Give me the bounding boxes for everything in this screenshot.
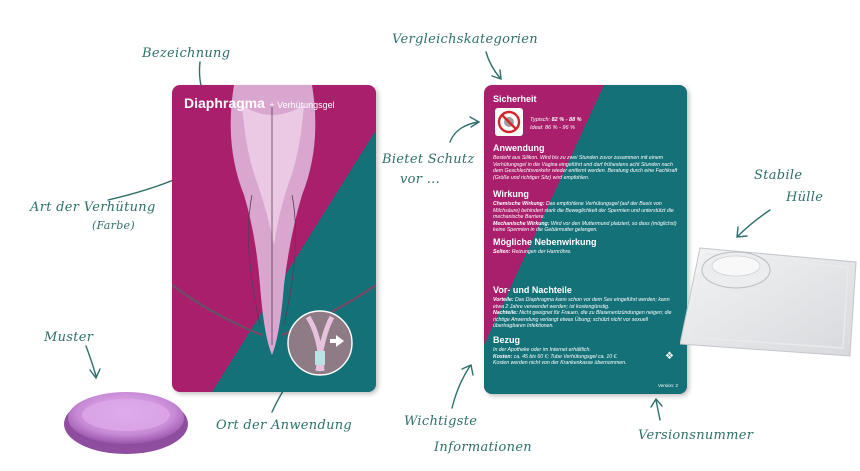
- arrow-schutz: [449, 121, 479, 143]
- no-protection-icon: [495, 108, 523, 136]
- text-nebenwirkung: Selten: Reizungen der Harnröhre.: [493, 249, 572, 255]
- annotation-art-der-verhuetung: Art der Verhütung: [30, 200, 156, 215]
- heading-vorteile: Vor- und Nachteile: [493, 285, 572, 295]
- front-card: Diaphragma + Verhütungsgel: [172, 85, 376, 392]
- card-title-sub: + Verhütungsgel: [269, 100, 335, 110]
- back-card-background: [484, 85, 687, 394]
- version-label: Version: 2: [657, 383, 678, 388]
- annotation-huelle: Hülle: [786, 190, 824, 205]
- front-card-illustration: [172, 85, 376, 392]
- arrow-huelle: [737, 209, 771, 237]
- annotation-farbe: (Farbe): [92, 219, 135, 232]
- card-title: Diaphragma + Verhütungsgel: [184, 95, 335, 113]
- text-anwendung: Besteht aus Silikon. Wird bis zu zwei St…: [493, 155, 678, 181]
- annotation-ort-der-anwendung: Ort der Anwendung: [216, 418, 353, 433]
- card-title-main: Diaphragma: [184, 95, 265, 111]
- annotation-muster: Muster: [44, 330, 94, 345]
- annotation-stabile: Stabile: [754, 168, 803, 183]
- rate-typisch: Typisch: 82 % - 88 %: [530, 117, 582, 123]
- text-vorteile: Vorteile: Das Diaphragma kann schon vor …: [493, 297, 672, 330]
- heading-nebenwirkung: Mögliche Nebenwirkung: [493, 237, 597, 247]
- annotation-bietet-schutz: Bietet Schutz: [382, 152, 475, 167]
- arrow-vergleich: [485, 51, 501, 79]
- back-card: Sicherheit Typisch: 82 % - 88 % Ideal: 8…: [484, 85, 687, 394]
- rate-ideal: Ideal: 86 % - 96 %: [530, 125, 575, 131]
- arrow-info: [451, 365, 471, 409]
- puzzle-icon: ❖: [665, 351, 674, 362]
- heading-bezug: Bezug: [493, 335, 520, 345]
- text-wirkung: Chemische Wirkung: Das empfohlene Verhüt…: [493, 201, 677, 234]
- heading-sicherheit: Sicherheit: [493, 94, 537, 104]
- annotation-vergleichskategorien: Vergleichskategorien: [392, 32, 538, 47]
- annotation-informationen: Informationen: [434, 440, 532, 455]
- annotation-wichtigste: Wichtigste: [404, 414, 478, 429]
- annotation-versionsnummer: Versionsnummer: [638, 428, 754, 443]
- annotation-vor: vor ...: [400, 172, 441, 187]
- text-bezug: In der Apotheke oder im Internet erhältl…: [493, 347, 627, 367]
- plastic-case-image: [680, 247, 857, 357]
- heading-anwendung: Anwendung: [493, 143, 545, 153]
- diaphragm-sample-image: [64, 392, 188, 454]
- arrow-muster: [85, 345, 97, 377]
- heading-wirkung: Wirkung: [493, 189, 529, 199]
- arrow-version: [655, 399, 661, 421]
- annotation-bezeichnung: Bezeichnung: [142, 46, 231, 61]
